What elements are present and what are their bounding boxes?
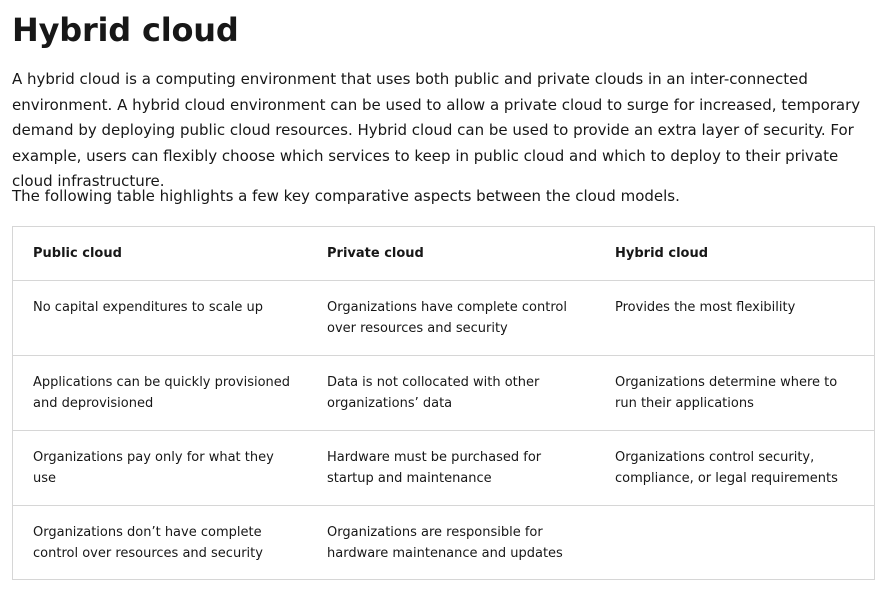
table-cell: Organizations have complete control over… bbox=[307, 280, 597, 356]
table-cell: Organizations don’t have complete contro… bbox=[33, 525, 263, 561]
table-header-row: Public cloud Private cloud Hybrid cloud bbox=[13, 227, 874, 281]
page-title: Hybrid cloud bbox=[12, 11, 239, 49]
table-cell: No capital expenditures to scale up bbox=[13, 280, 307, 356]
column-header-hybrid-cloud: Hybrid cloud bbox=[597, 227, 874, 281]
table-cell: Data is not collocated with other organi… bbox=[307, 355, 597, 431]
table-cell: Organizations are responsible for hardwa… bbox=[327, 525, 563, 561]
cloud-comparison-table: Public cloud Private cloud Hybrid cloud … bbox=[13, 227, 874, 579]
table-intro-paragraph: The following table highlights a few key… bbox=[12, 187, 680, 205]
intro-paragraph: A hybrid cloud is a computing environmen… bbox=[12, 70, 861, 191]
comparison-table-container: Public cloud Private cloud Hybrid cloud … bbox=[12, 226, 875, 580]
table-row: Organizations don’t have complete contro… bbox=[13, 506, 874, 580]
table-row: No capital expenditures to scale up Orga… bbox=[13, 280, 874, 356]
table-row: Organizations pay only for what they use… bbox=[13, 430, 874, 506]
table-cell: Provides the most flexibility bbox=[597, 280, 874, 356]
column-header-public-cloud: Public cloud bbox=[13, 227, 307, 281]
table-row: Applications can be quickly provisioned … bbox=[13, 355, 874, 431]
table-cell: Applications can be quickly provisioned … bbox=[13, 355, 307, 431]
table-cell: Hardware must be purchased for startup a… bbox=[307, 430, 597, 506]
column-header-private-cloud: Private cloud bbox=[307, 227, 597, 281]
table-cell: Organizations determine where to run the… bbox=[597, 355, 874, 431]
table-cell: Organizations pay only for what they use bbox=[13, 430, 307, 506]
table-cell-empty bbox=[597, 506, 874, 580]
table-cell: Organizations control security, complian… bbox=[597, 430, 874, 506]
